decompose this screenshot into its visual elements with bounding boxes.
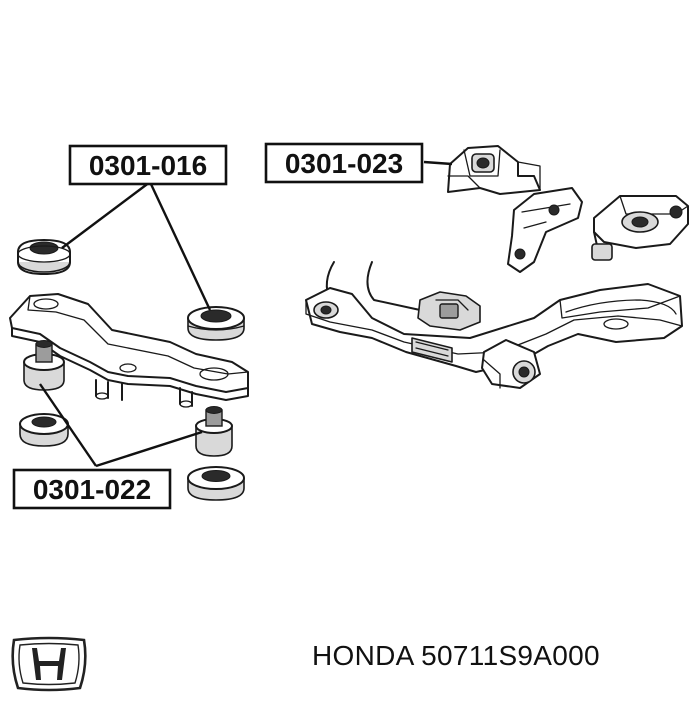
part-caption: HONDA 50711S9A000 [312,640,600,672]
bushing-lower-left [19,413,69,447]
honda-logo-icon [10,636,88,692]
label-0301-016: 0301-016 [68,144,228,186]
label-0301-023: 0301-023 [264,142,424,184]
bushing-bottom [187,466,245,501]
label-0301-016-text: 0301-016 [89,150,207,181]
rear-mount-assembly [591,195,689,261]
label-0301-023-text: 0301-023 [285,148,403,179]
engine-mount-top [447,145,541,195]
bushing-lower-right-stud [195,406,233,457]
bushing-upper-left [17,239,71,275]
mount-bracket [507,187,583,273]
label-0301-022-text: 0301-022 [33,474,151,505]
brand-name: HONDA [312,640,414,671]
bushing-upper-right [187,306,245,341]
bushing-lower-left-stud [23,340,65,391]
rear-subframe [305,261,683,389]
part-number: 50711S9A000 [421,640,600,671]
leader-lines [39,160,453,468]
rear-crossmember [9,293,249,408]
label-0301-022: 0301-022 [12,468,172,510]
